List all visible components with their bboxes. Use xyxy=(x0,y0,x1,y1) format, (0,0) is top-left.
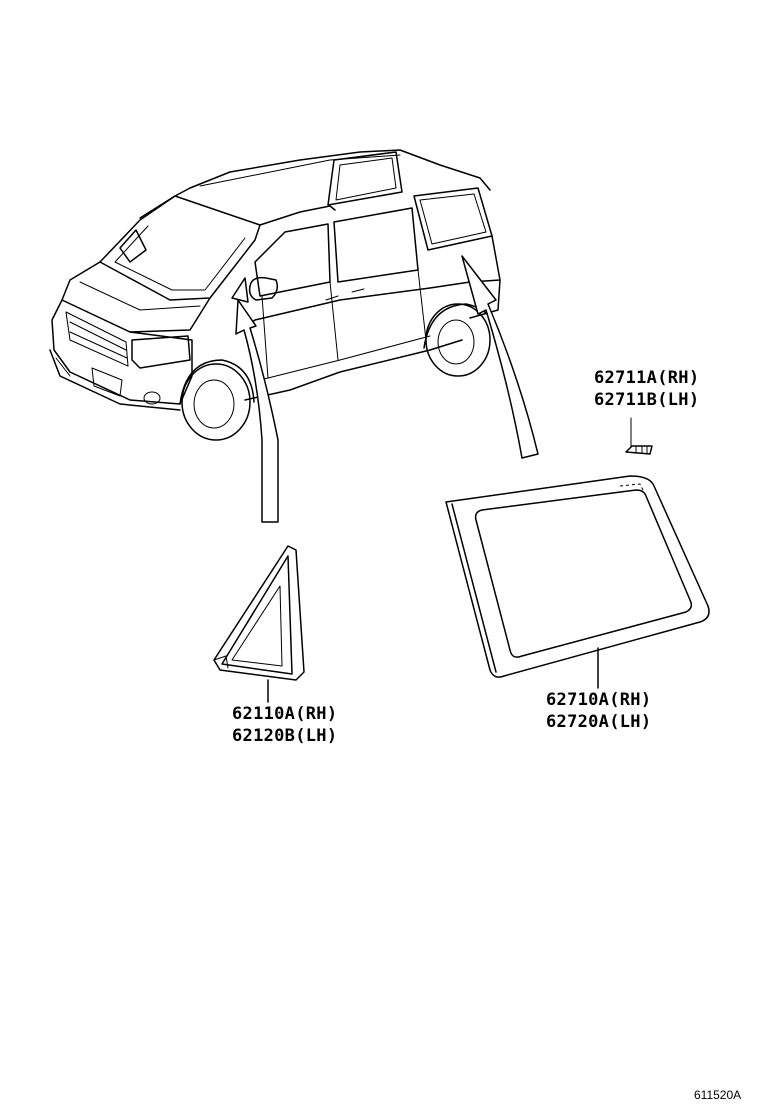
rear-glass-part-number-lh: 62720A(LH) xyxy=(546,712,652,732)
vehicle-illustration xyxy=(49,149,501,441)
front-quarter-glass-part xyxy=(213,545,305,703)
spacer-part-number-lh: 62711B(LH) xyxy=(594,390,700,410)
rear-quarter-glass-part xyxy=(445,475,710,689)
rear-glass-part-number-rh: 62710A(RH) xyxy=(546,690,652,710)
quarter-glass-spacer-part xyxy=(625,417,653,455)
front-glass-pointer-arrow xyxy=(235,299,279,523)
spacer-part-number-rh: 62711A(RH) xyxy=(594,368,700,388)
illustration-code: 611520A xyxy=(694,1088,742,1102)
rear-glass-pointer-arrow xyxy=(461,255,539,459)
front-glass-part-number-lh: 62120B(LH) xyxy=(232,726,338,746)
front-glass-part-number-rh: 62110A(RH) xyxy=(232,704,338,724)
